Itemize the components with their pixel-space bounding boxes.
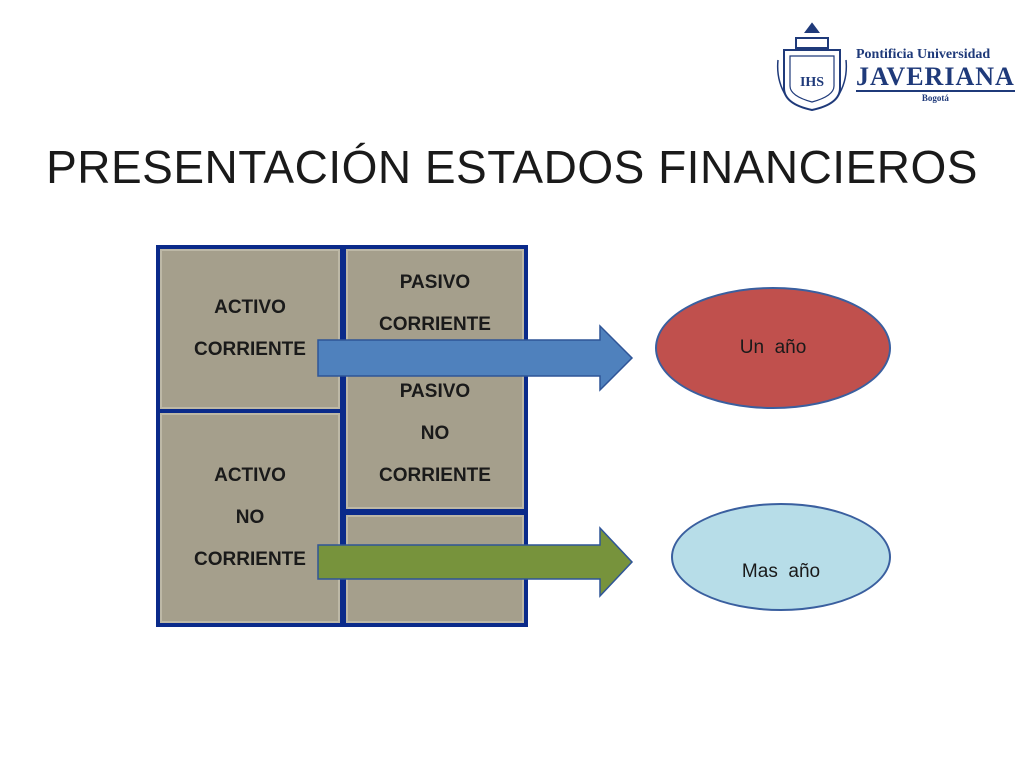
long-term-label: Mas año <box>741 561 821 582</box>
activo-no-corriente-line-1: ACTIVO <box>214 465 286 486</box>
crest-icon: IHS <box>776 22 848 112</box>
short-term-arrow <box>317 324 634 392</box>
logo-line-2: JAVERIANA <box>856 62 1015 92</box>
pasivo-no-corriente-cell: PASIVO NO CORRIENTE <box>346 359 524 509</box>
university-logo: IHS Pontificia Universidad JAVERIANA Bog… <box>776 20 1015 112</box>
activo-corriente-line-1: ACTIVO <box>214 297 286 318</box>
logo-text: Pontificia Universidad JAVERIANA Bogotá <box>856 48 1015 103</box>
activo-no-corriente-cell: ACTIVO NO CORRIENTE <box>160 413 340 623</box>
short-term-label: Un año <box>739 337 807 358</box>
long-term-ellipse: Mas año <box>671 503 891 611</box>
activo-no-corriente-line-2: NO <box>235 507 265 528</box>
activo-corriente-cell: ACTIVO CORRIENTE <box>160 249 340 409</box>
activo-corriente-line-2: CORRIENTE <box>194 339 306 360</box>
pasivo-no-corriente-line-1: PASIVO <box>399 381 471 402</box>
pasivo-corriente-line-1: PASIVO <box>399 272 471 293</box>
activo-no-corriente-line-3: CORRIENTE <box>194 549 306 570</box>
logo-line-3: Bogotá <box>921 93 949 103</box>
long-term-arrow <box>317 526 634 598</box>
balance-sheet-grid: ACTIVO CORRIENTE ACTIVO NO CORRIENTE PAS… <box>156 245 528 627</box>
crest-letters: IHS <box>800 75 824 90</box>
pasivo-corriente-line-2: CORRIENTE <box>379 314 491 335</box>
slide-title: PRESENTACIÓN ESTADOS FINANCIEROS <box>46 141 978 193</box>
logo-line-1: Pontificia Universidad <box>856 47 991 62</box>
short-term-ellipse: Un año <box>655 287 891 409</box>
pasivo-no-corriente-line-2: NO <box>420 423 450 444</box>
pasivo-no-corriente-line-3: CORRIENTE <box>379 465 491 486</box>
